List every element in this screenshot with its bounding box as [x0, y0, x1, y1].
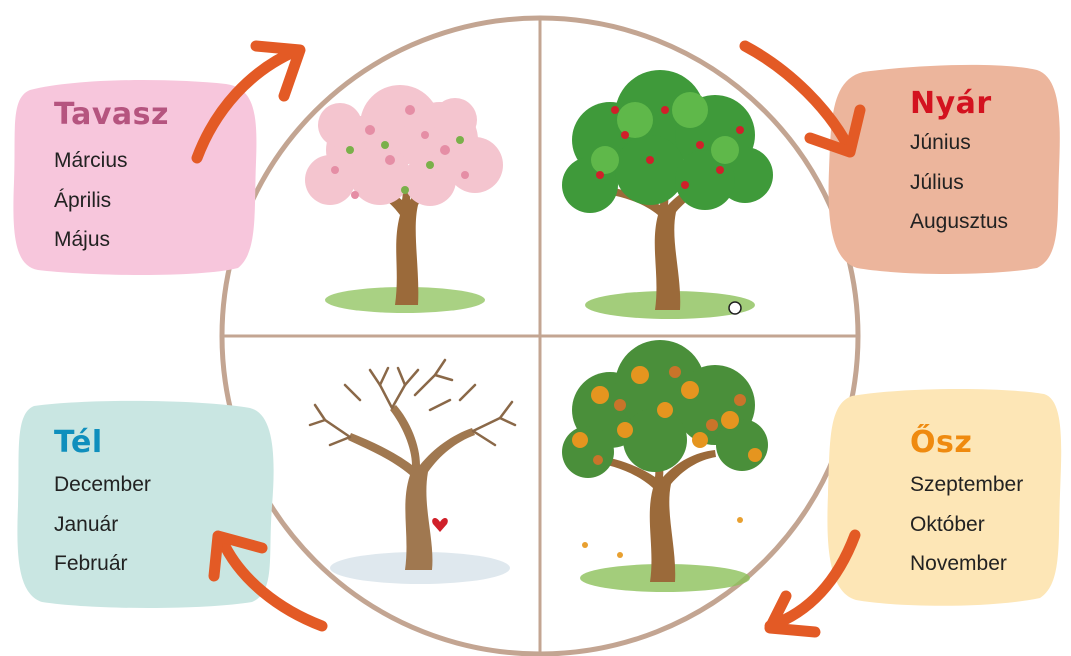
autumn-tree-icon: [562, 340, 768, 592]
winter-card: Tél December Január Február: [14, 396, 278, 610]
apple-tree-icon: [562, 70, 773, 319]
bare-winter-tree-icon: [308, 358, 517, 584]
summer-month-2: Július: [910, 170, 964, 194]
winter-month-2: Január: [54, 512, 119, 536]
summer-card-background: [828, 64, 1060, 275]
spring-card: Tavasz Március Április Május: [8, 72, 260, 280]
autumn-card-background: [827, 389, 1062, 606]
arrow-autumn-to-winter-icon: [764, 529, 861, 638]
winter-title: Tél: [54, 425, 103, 460]
cherry-blossom-tree-icon: [305, 85, 503, 313]
spring-title: Tavasz: [54, 97, 169, 132]
winter-month-3: Február: [54, 552, 128, 575]
spring-month-1: Március: [54, 149, 128, 172]
summer-month-3: Augusztus: [910, 210, 1009, 233]
winter-month-1: December: [54, 473, 151, 496]
spring-card-background: [13, 80, 257, 276]
arrow-spring-to-summer-icon: [191, 40, 306, 164]
summer-month-1: Június: [910, 131, 971, 154]
arrow-summer-to-autumn-icon: [739, 40, 866, 158]
spring-month-2: Április: [54, 188, 112, 212]
autumn-month-3: November: [910, 552, 1007, 575]
autumn-month-1: Szeptember: [910, 473, 1024, 496]
winter-card-background: [17, 400, 274, 608]
spring-month-3: Május: [54, 228, 111, 251]
autumn-month-2: Október: [910, 512, 985, 536]
summer-title: Nyár: [910, 86, 992, 121]
arrow-winter-to-spring-icon: [208, 530, 328, 632]
summer-card: Nyár Június Július Augusztus: [823, 60, 1063, 278]
autumn-title: Ősz: [910, 425, 973, 460]
autumn-card: Ősz Szeptember Október November: [822, 384, 1064, 610]
